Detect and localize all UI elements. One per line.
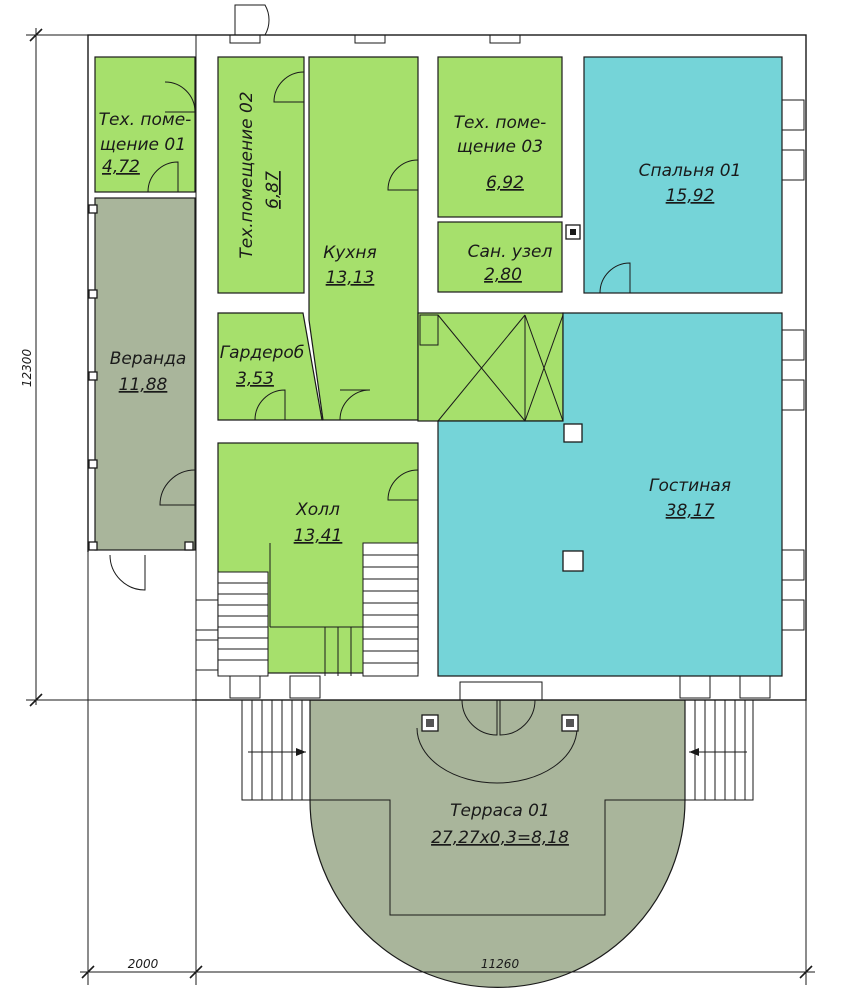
terrace-inner-outline: [310, 799, 685, 916]
bath-name: Сан. узел: [468, 242, 553, 262]
veranda-name: Веранда: [110, 349, 187, 369]
dim-house-width: 11260: [481, 957, 520, 971]
hall-area: 13,41: [294, 526, 343, 546]
veranda-area: 11,88: [119, 375, 168, 395]
hall-name: Холл: [295, 500, 340, 520]
wardrobe-name: Гардероб: [220, 343, 305, 363]
dim-height: 12300: [20, 349, 34, 388]
living-area: 38,17: [666, 501, 715, 521]
terrace-floor: [309, 699, 686, 989]
terrace-name: Терраса 01: [450, 801, 550, 821]
terrace-pillar-right-inner: [566, 719, 574, 727]
doors: [109, 4, 631, 736]
wardrobe-area: 3,53: [236, 369, 274, 389]
terrace: [309, 699, 686, 989]
room-tech02: [217, 56, 305, 294]
bath-area: 2,80: [484, 265, 522, 285]
tech03-name-line1: Тех. поме-: [454, 113, 547, 133]
room-veranda: [94, 197, 196, 551]
kitchen-area: 13,13: [326, 268, 375, 288]
room-kitchen: [308, 56, 419, 421]
terrace-area: 27,27х0,3=8,18: [431, 828, 569, 848]
bedroom-name: Спальня 01: [639, 161, 742, 181]
pillar-living-center: [562, 550, 584, 572]
room-bath: [437, 221, 563, 293]
tech01-name-line2: щение 01: [100, 135, 186, 155]
terrace-stairs-right: [684, 699, 754, 801]
terrace-arc: [416, 727, 578, 784]
room-wardrobe: [217, 312, 323, 421]
bedroom-area: 15,92: [666, 186, 715, 206]
hall-stairs: [217, 542, 419, 677]
dimension-vertical: 12300: [20, 28, 196, 707]
room-tech03: [437, 56, 563, 218]
tech03-area: 6,92: [486, 173, 524, 193]
veranda-block-cut: [86, 552, 192, 712]
window-marks: [88, 34, 805, 699]
tech02-name: Тех.помещение 02: [237, 91, 257, 258]
room-bedroom: [583, 56, 783, 294]
kitchen-name: Кухня: [323, 243, 377, 263]
living-name: Гостиная: [649, 476, 731, 496]
corridor-void: [417, 312, 564, 422]
void-cross-marks: [419, 314, 564, 422]
terrace-pillar-left-inner: [426, 719, 434, 727]
tech02-area: 6,87: [263, 171, 283, 209]
dimension-horizontal: 2000 11260: [80, 552, 815, 985]
pillar-living-top: [563, 423, 583, 443]
tech03-name-line2: щение 03: [457, 137, 543, 157]
dim-veranda-width: 2000: [128, 957, 159, 971]
terrace-stairs-left: [241, 699, 311, 801]
tech01-area: 4,72: [102, 157, 140, 177]
tech01-name-line1: Тех. поме-: [99, 110, 192, 130]
